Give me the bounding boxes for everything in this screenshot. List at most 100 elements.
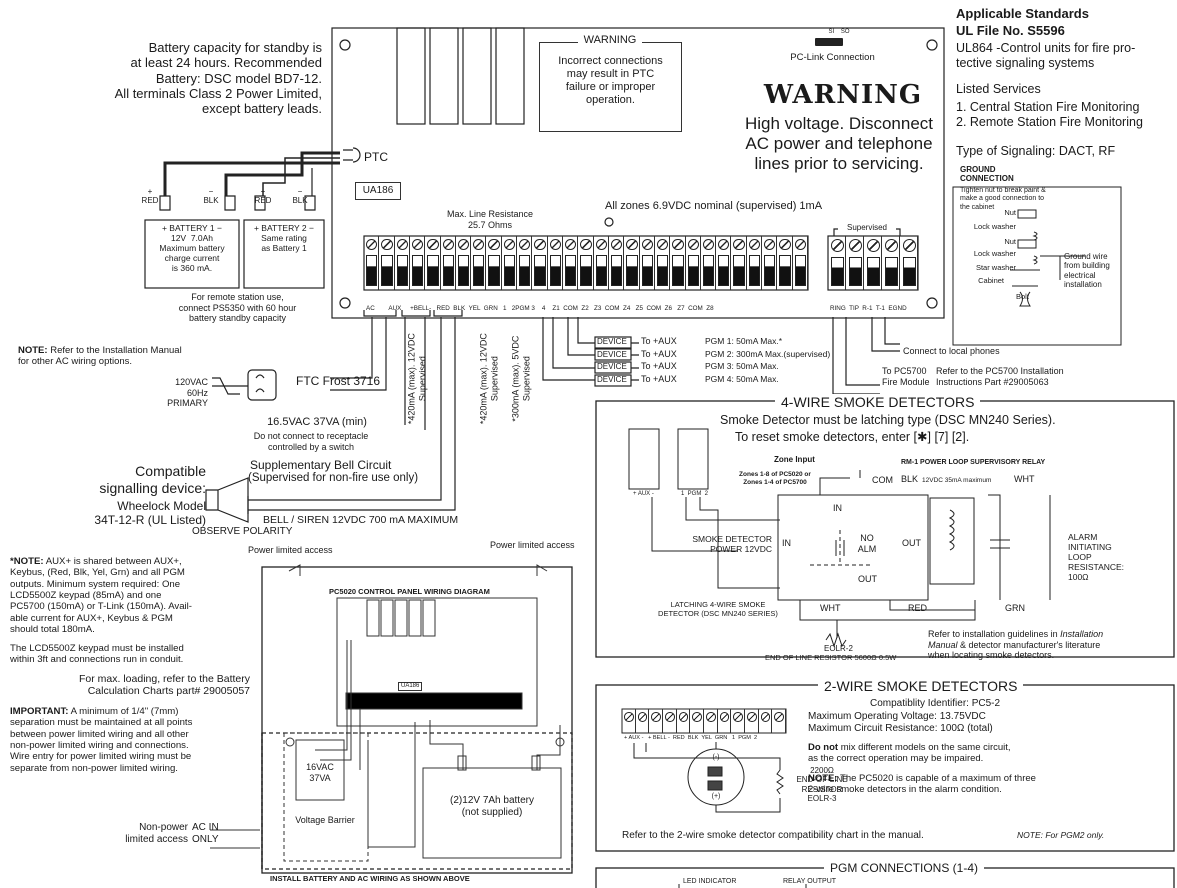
terminal-screw[interactable] (762, 236, 778, 290)
device-label-1: DEVICE (597, 337, 627, 346)
terminal-screw[interactable] (704, 709, 718, 733)
terminal-screw[interactable] (772, 709, 786, 733)
terminal-screw[interactable] (609, 236, 625, 290)
control-board-outline (331, 27, 945, 319)
terminal-screw[interactable] (663, 709, 677, 733)
phone-terminal-labels: RING TIP R-1 T-1 EGND (830, 305, 907, 312)
terminal-screw[interactable] (636, 709, 650, 733)
terminal-screw[interactable] (846, 236, 864, 290)
screw-icon (366, 239, 378, 251)
terminal-clamp (534, 255, 546, 286)
ground-cabinet: Cabinet (978, 276, 1004, 285)
terminal-clamp (565, 255, 577, 286)
compat-id: Compatiblity Identifier: PC5-2 (870, 698, 1001, 709)
screw-icon (637, 712, 648, 722)
all-zones-note: All zones 6.9VDC nominal (supervised) 1m… (605, 200, 823, 212)
terminal-clamp (902, 257, 916, 286)
terminal-screw[interactable] (441, 236, 456, 290)
terminal-screw[interactable] (718, 709, 732, 733)
terminal-screw[interactable] (486, 236, 502, 290)
terminal-screw[interactable] (759, 709, 773, 733)
terminal-screw[interactable] (548, 236, 564, 290)
alarm-loop: ALARM INITIATING LOOP RESISTANCE: 100Ω (1068, 532, 1125, 583)
terminal-clamp (519, 255, 531, 286)
refer-install: Refer to installation guidelines in Inst… (928, 629, 1103, 661)
red-label: RED (254, 196, 272, 206)
aux-note: *NOTE: AUX+ is shared between AUX+, Keyb… (10, 556, 250, 635)
terminal-screw[interactable] (517, 236, 533, 290)
four-wire-latching: Smoke Detector must be latching type (DS… (720, 413, 1056, 427)
detector-out-2: OUT (858, 574, 877, 584)
terminal-screw[interactable] (624, 236, 640, 290)
pgm-led: LED INDICATOR (683, 878, 737, 885)
battery-1-blk-label: −BLK (196, 187, 226, 206)
terminal-screw[interactable] (793, 236, 808, 290)
relay-spec: 12VDC 35mA maximum (922, 477, 992, 484)
terminal-screw[interactable] (364, 236, 380, 290)
remote-station-note: For remote station use, connect PS5350 w… (178, 292, 297, 324)
wheelock-model: Wheelock Model 34T-12-R (UL Listed) (94, 499, 206, 528)
terminal-screw[interactable] (655, 236, 671, 290)
screw-icon (651, 712, 661, 722)
terminal-screw[interactable] (649, 709, 663, 733)
screw-icon (702, 239, 715, 251)
terminal-screw[interactable] (670, 236, 686, 290)
terminal-screw[interactable] (425, 236, 441, 290)
ftc-label: FTC Frost 3716 (296, 374, 381, 388)
terminal-screw[interactable] (532, 236, 548, 290)
terminal-screw[interactable] (622, 709, 636, 733)
to-aux-1: To +AUX (641, 336, 677, 346)
terminal-screw[interactable] (471, 236, 487, 290)
terminal-screw[interactable] (395, 236, 410, 290)
ground-title: GROUND CONNECTION (960, 165, 1014, 184)
terminal-clamp (396, 255, 408, 286)
terminal-screw[interactable] (578, 236, 594, 290)
terminal-clamp (702, 255, 715, 286)
terminal-screw[interactable] (686, 236, 701, 290)
max-loading-note: For max. loading, refer to the Battery C… (79, 673, 250, 698)
receptacle-warning: Do not connect to receptacle controlled … (253, 431, 369, 452)
terminal-screw[interactable] (716, 236, 732, 290)
terminal-screw[interactable] (594, 236, 609, 290)
terminal-screw[interactable] (410, 236, 426, 290)
terminal-screw[interactable] (731, 236, 747, 290)
refer-install-2: Installation Manual (928, 629, 1104, 650)
terminal-screw[interactable] (640, 236, 655, 290)
do-not-mix: Do not mix different models on the same … (808, 742, 1011, 764)
terminal-screw[interactable] (379, 236, 395, 290)
ground-star-washer: Star washer (975, 263, 1016, 272)
terminal-screw[interactable] (745, 709, 759, 733)
terminal-screw[interactable] (690, 709, 704, 733)
horn-icon (205, 477, 249, 523)
red-label: RED (908, 603, 928, 613)
terminal-clamp (718, 255, 730, 286)
small-warning-text: Incorrect connections may result in PTC … (558, 55, 663, 106)
terminal-screw[interactable] (563, 236, 579, 290)
blk-label: BLK (292, 196, 308, 206)
terminal-screw[interactable] (747, 236, 763, 290)
terminal-screw[interactable] (731, 709, 745, 733)
terminal-clamp (830, 257, 844, 286)
install-note: INSTALL BATTERY AND AC WIRING AS SHOWN A… (270, 874, 470, 883)
blk-label: BLK (203, 196, 219, 206)
terminal-clamp (442, 255, 454, 286)
terminal-screw[interactable] (701, 236, 717, 290)
screw-icon (848, 239, 862, 252)
screw-icon (748, 239, 761, 251)
big-warning-text: High voltage. Disconnect AC power and te… (744, 114, 934, 174)
terminal-screw[interactable] (864, 236, 882, 290)
zone-input: Zone Input (774, 455, 815, 464)
terminal-screw[interactable] (777, 236, 793, 290)
terminal-screw[interactable] (677, 709, 691, 733)
terminal-screw[interactable] (502, 236, 518, 290)
plus-label: + (260, 187, 266, 196)
screw-icon (427, 239, 439, 251)
terminal-screw[interactable] (882, 236, 900, 290)
battery-2 (243, 219, 325, 289)
pc-link-connector[interactable] (815, 38, 843, 46)
terminal-screw[interactable] (900, 236, 918, 290)
terminal-screw[interactable] (828, 236, 846, 290)
four-wire-pgm: 1 PGM 2 (681, 491, 709, 497)
wht-label: WHT (820, 603, 841, 613)
terminal-screw[interactable] (456, 236, 472, 290)
